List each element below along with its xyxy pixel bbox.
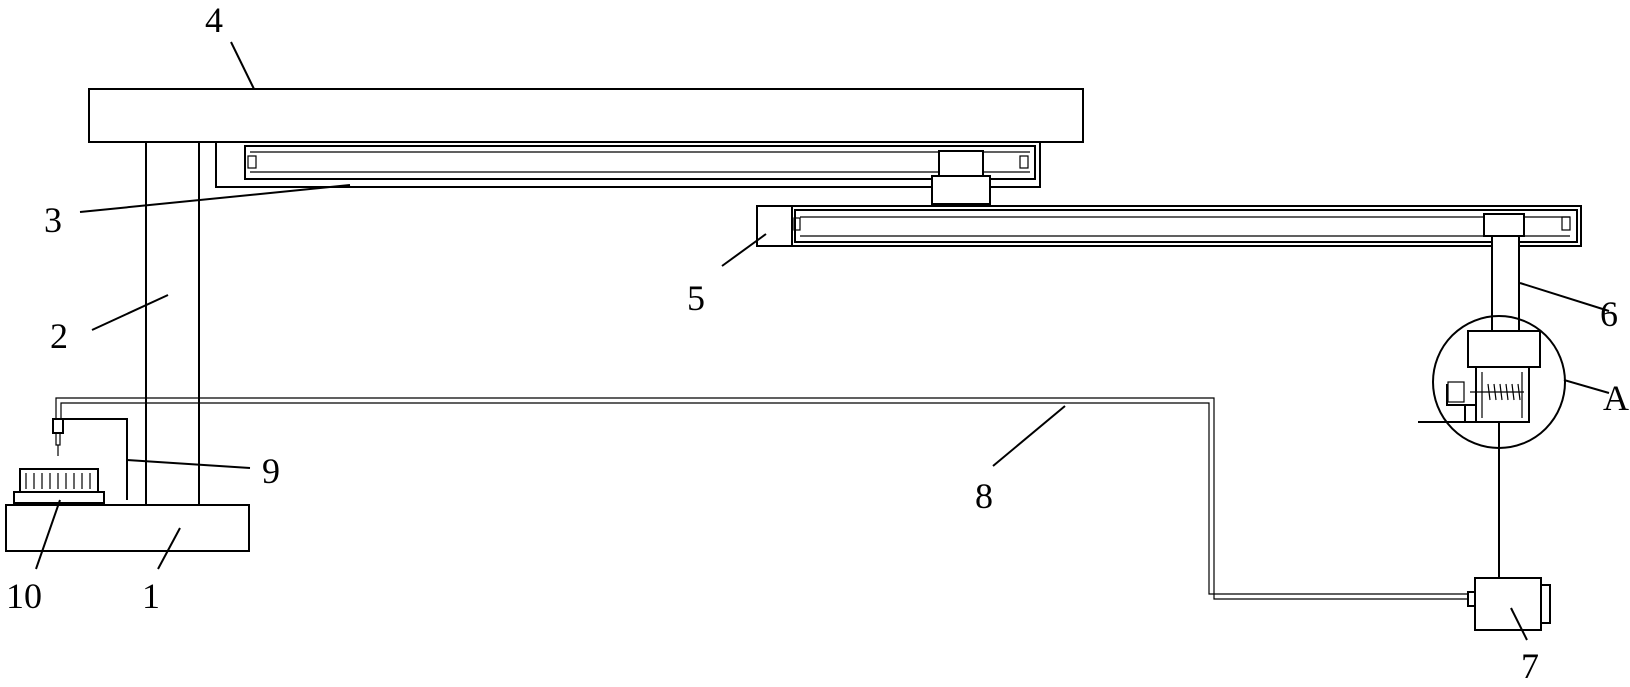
detail-a-assembly — [1418, 315, 1566, 580]
nozzle-bracket — [52, 418, 128, 500]
callout-7: 7 — [1521, 646, 1539, 686]
callout-6: 6 — [1600, 294, 1618, 334]
base — [5, 504, 250, 552]
pipe — [55, 397, 1468, 600]
callout-1: 1 — [142, 576, 160, 616]
callout-3: 3 — [44, 200, 62, 240]
top-plate — [88, 88, 1084, 143]
motor-block — [1467, 577, 1551, 631]
lower-rail — [756, 205, 1582, 247]
callout-5: 5 — [687, 278, 705, 318]
support-column — [145, 142, 200, 505]
callout-9: 9 — [262, 451, 280, 491]
upper-slider — [931, 150, 991, 205]
lower-slider — [1483, 213, 1525, 237]
leader-lines — [35, 41, 1610, 641]
callout-8: 8 — [975, 476, 993, 516]
callout-a: A — [1603, 378, 1629, 418]
callout-4: 4 — [205, 0, 223, 40]
callout-2: 2 — [50, 316, 68, 356]
callout-10: 10 — [6, 576, 42, 616]
upper-rail — [215, 141, 1041, 188]
container — [13, 468, 105, 504]
